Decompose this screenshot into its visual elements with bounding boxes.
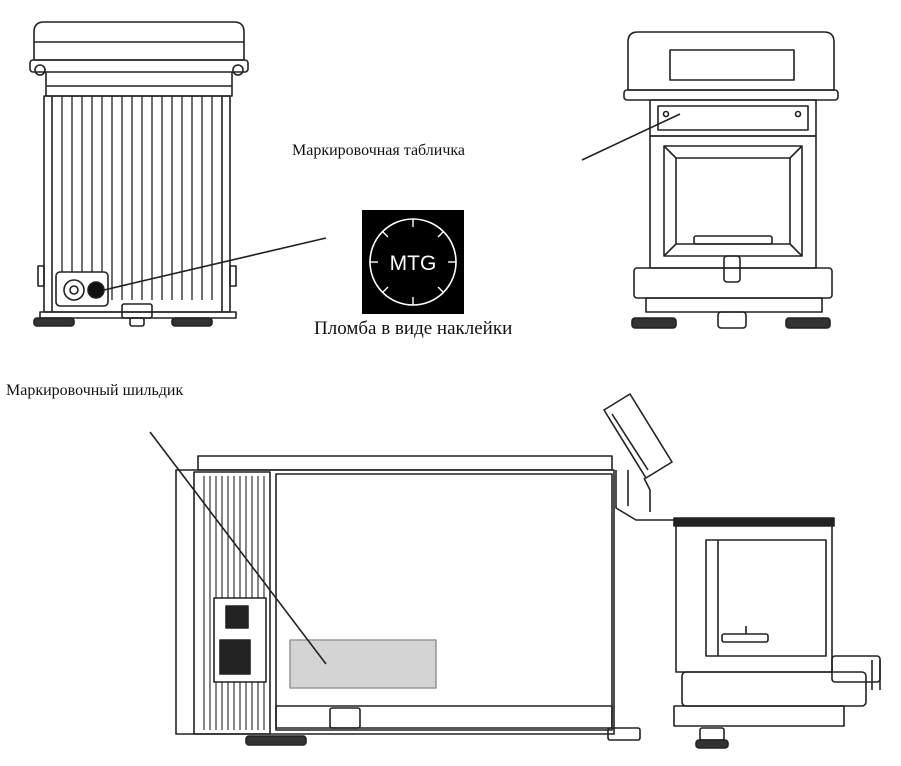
marking-nameplate-label: Маркировочный шильдик xyxy=(6,382,184,399)
seal-leader-line xyxy=(103,237,327,291)
marking-plate-label: Маркировочная табличка xyxy=(292,142,466,159)
seal-sticker-label: Пломба в виде наклейки xyxy=(314,318,513,339)
seal-sticker: MTG xyxy=(362,210,464,314)
front-view xyxy=(623,31,839,329)
side-view xyxy=(175,393,881,749)
nameplate-panel xyxy=(289,639,437,689)
rear-view xyxy=(29,21,249,327)
seal-text: MTG xyxy=(390,252,437,275)
plate-leader-line xyxy=(581,113,681,161)
nameplate-leader-line xyxy=(149,431,327,665)
